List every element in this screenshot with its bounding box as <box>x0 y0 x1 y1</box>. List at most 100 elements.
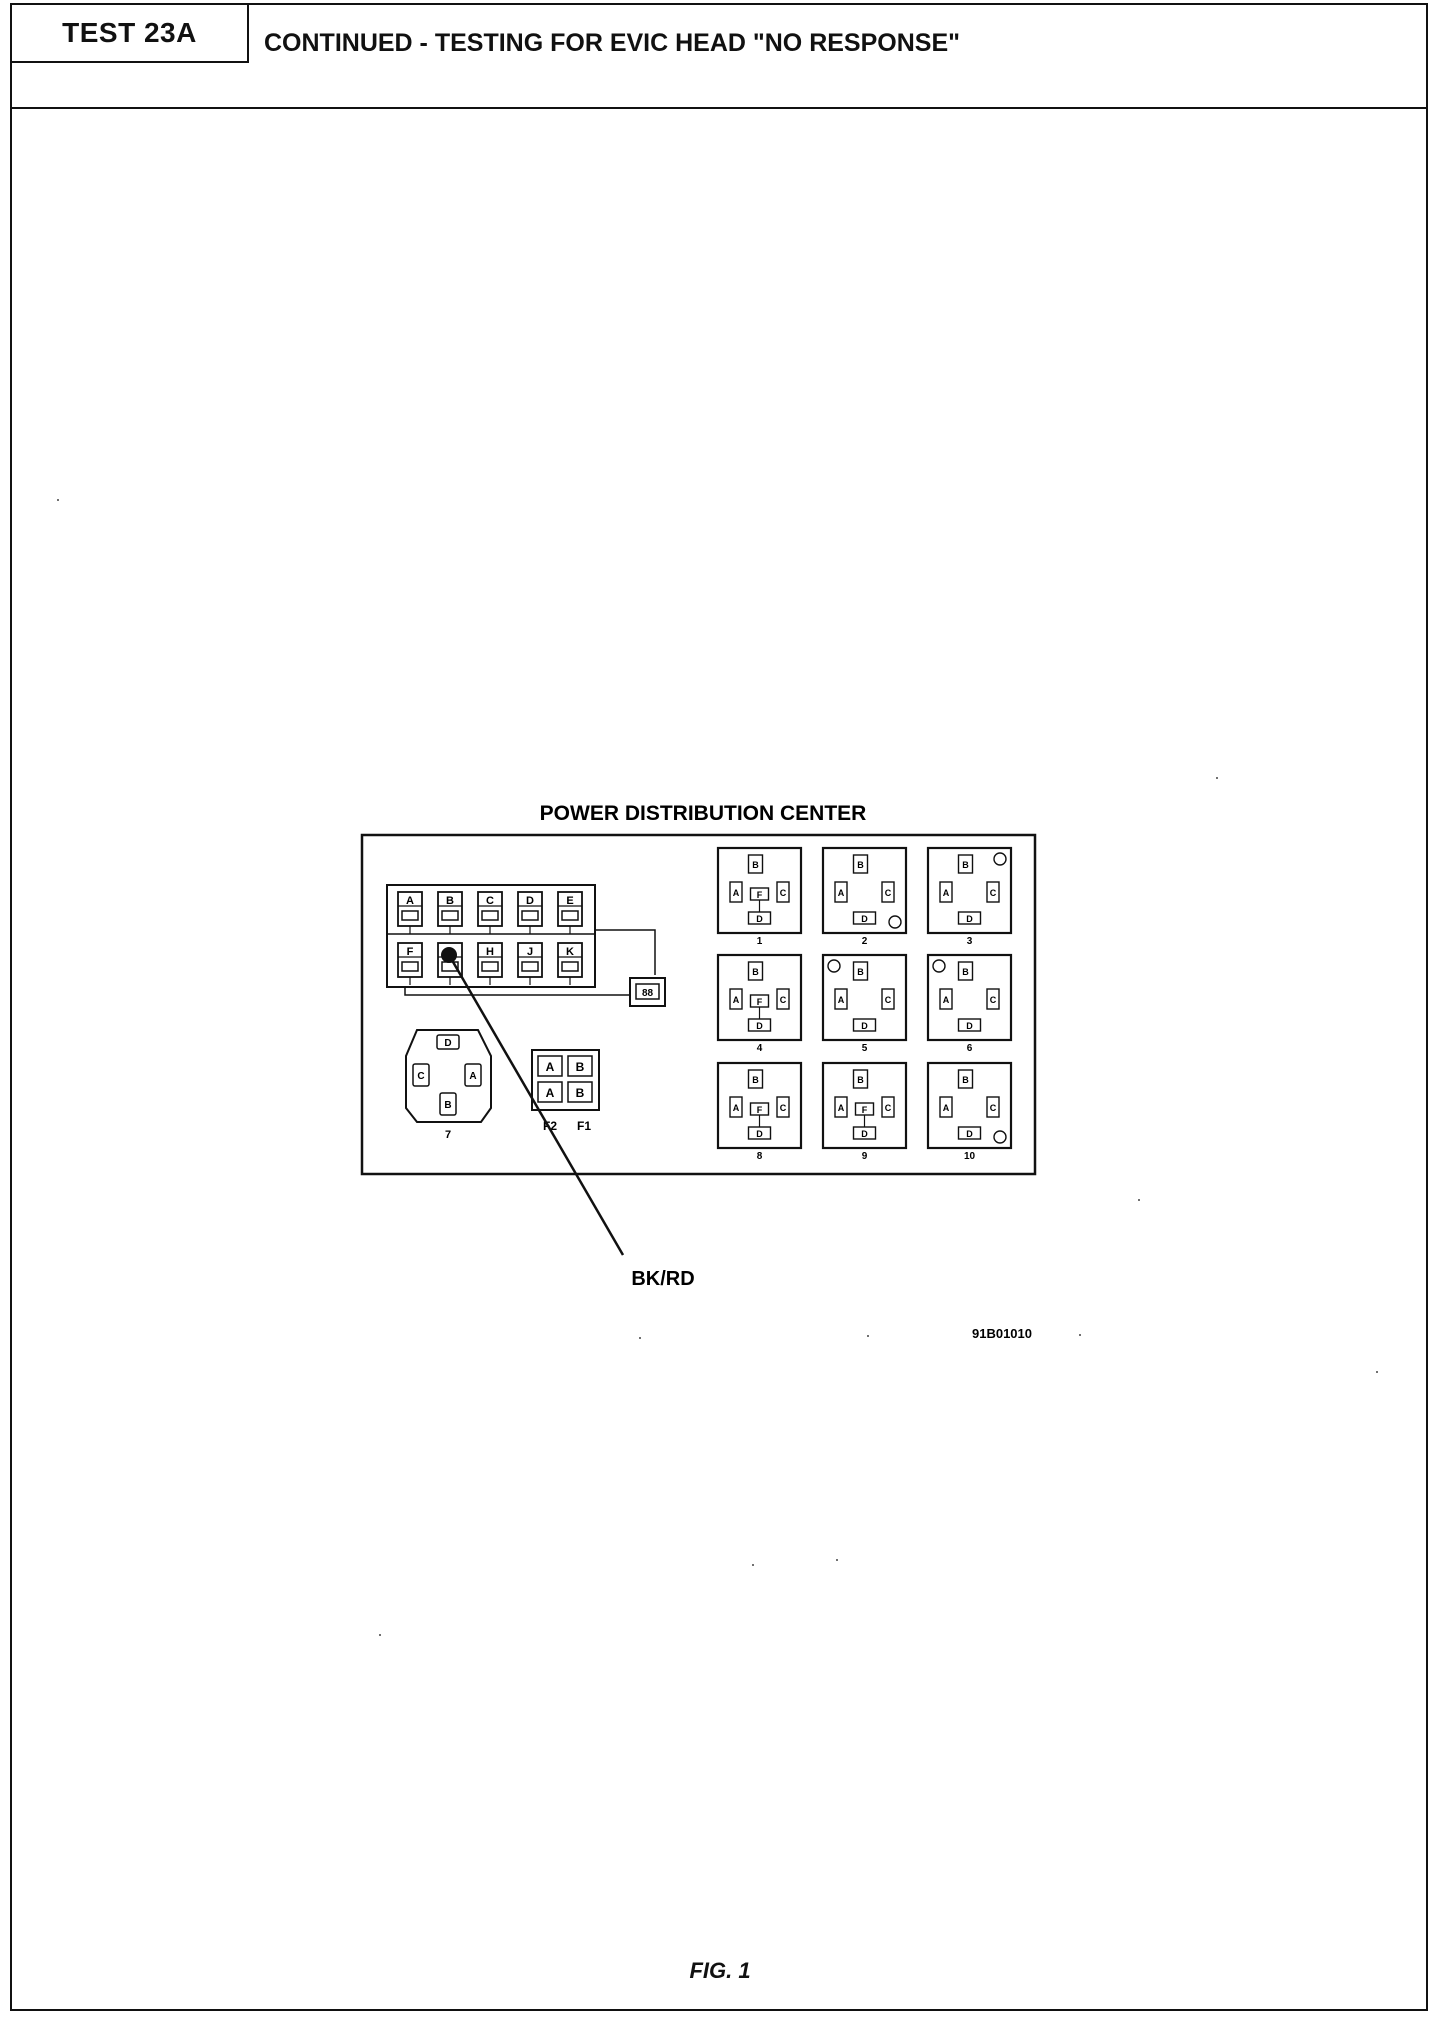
small-block-cell-label: B <box>576 1060 585 1074</box>
relay-pin-label: D <box>966 914 973 924</box>
relay-pin-label: D <box>756 914 763 924</box>
fuse-d: D <box>517 891 543 934</box>
relay-pin-label: A <box>838 888 845 898</box>
relay-pin-a: A <box>939 881 953 903</box>
relay-pin-b: B <box>747 854 764 874</box>
relay-pin-label: B <box>962 967 969 977</box>
connector-7-pin-d: D <box>436 1034 460 1050</box>
relay-pin-label: D <box>966 1129 973 1139</box>
relay-number: 9 <box>862 1151 868 1162</box>
fuse-j: J <box>517 942 543 985</box>
relay-pin-f: F <box>749 887 770 901</box>
relay-pin-c: C <box>776 881 790 903</box>
relay-pin-label: C <box>780 888 787 898</box>
relay-pin-label: C <box>990 995 997 1005</box>
relay-pin-a: A <box>729 881 743 903</box>
relay-pin-b: B <box>747 1069 764 1089</box>
fuse-f: F <box>397 942 423 985</box>
scan-specks <box>57 499 1378 1636</box>
relay-pin-label: D <box>861 1021 868 1031</box>
bus-wire-top <box>595 929 656 975</box>
relay-pin-d: D <box>747 1018 772 1032</box>
relay-pin-label: D <box>861 914 868 924</box>
relay-pin-label: B <box>752 1075 759 1085</box>
relay-pin-c: C <box>986 1096 1000 1118</box>
small-block-cell-label: A <box>546 1060 555 1074</box>
relay-pin-a: A <box>729 988 743 1010</box>
fuse-label: A <box>406 895 414 907</box>
fuse-label: B <box>446 895 454 907</box>
relay-number: 10 <box>964 1151 976 1162</box>
relay-10: B A C D 10 <box>926 1061 1013 1162</box>
relay-pin-b: B <box>957 854 974 874</box>
fuse-row-bottom: FGHJK <box>397 942 583 985</box>
relay-number: 8 <box>757 1151 763 1162</box>
relay-pin-d: D <box>852 1018 877 1032</box>
relay-pin-b: B <box>852 1069 869 1089</box>
callout-leader <box>447 954 625 1256</box>
page-frame: TEST 23A CONTINUED - TESTING FOR EVIC HE… <box>10 3 1428 2011</box>
relay-pin-f: F <box>749 994 770 1008</box>
relay-pin-label: C <box>780 1103 787 1113</box>
connector-7-pin-label: D <box>444 1038 451 1049</box>
test-id: TEST 23A <box>62 17 197 48</box>
small-block-cell: B <box>567 1081 593 1103</box>
connector-7-pin-b: B <box>439 1092 457 1116</box>
page-title: CONTINUED - TESTING FOR EVIC HEAD "NO RE… <box>264 29 960 57</box>
relay-pin-a: A <box>939 1096 953 1118</box>
test-id-box: TEST 23A <box>12 5 249 63</box>
relay-pin-c: C <box>881 988 895 1010</box>
small-block-cell-label: B <box>576 1086 585 1100</box>
relay-pin-label: B <box>962 1075 969 1085</box>
connector-7-number: 7 <box>445 1129 451 1141</box>
bus-wire-bottom <box>404 987 630 996</box>
relay-pin-d: D <box>957 911 982 925</box>
relay-pin-label: C <box>885 1103 892 1113</box>
fuse-label: D <box>526 895 534 907</box>
relay-pin-label: A <box>733 888 740 898</box>
relay-number: 4 <box>757 1043 763 1054</box>
relay-pin-d: D <box>852 1126 877 1140</box>
relay-pin-b: B <box>957 1069 974 1089</box>
relay-pin-b: B <box>957 961 974 981</box>
relay-pin-label: A <box>838 1103 845 1113</box>
relay-pin-label: B <box>857 860 864 870</box>
relay-pin-a: A <box>939 988 953 1010</box>
relay-pin-label: C <box>990 1103 997 1113</box>
relay-pin-label: A <box>733 1103 740 1113</box>
diagram-title: POWER DISTRIBUTION CENTER <box>540 802 867 825</box>
figure-label: FIG. 1 <box>689 1958 751 1983</box>
relay-pin-label: B <box>857 1075 864 1085</box>
relay-pin-a: A <box>834 1096 848 1118</box>
relay-number: 5 <box>862 1043 868 1054</box>
fuse-label: K <box>566 946 574 958</box>
connector-7-pin-label: A <box>469 1071 476 1082</box>
header-bar: TEST 23A CONTINUED - TESTING FOR EVIC HE… <box>12 5 1426 109</box>
small-block-cell: B <box>567 1055 593 1077</box>
relay-pin-b: B <box>747 961 764 981</box>
fuse-terminal-label: 88 <box>642 988 654 999</box>
relay-indicator <box>993 852 1007 866</box>
relay-pin-label: C <box>990 888 997 898</box>
relay-9: B A F C D 9 <box>821 1061 908 1162</box>
relay-pin-d: D <box>852 911 877 925</box>
relay-indicator <box>932 959 946 973</box>
relay-pin-label: F <box>862 1105 868 1115</box>
fuse-label: H <box>486 946 494 958</box>
connector-7-pin-a: A <box>464 1063 482 1087</box>
fuse-h: H <box>477 942 503 985</box>
small-block-cell: A <box>537 1081 563 1103</box>
relay-pin-label: F <box>757 997 763 1007</box>
relay-pin-label: B <box>752 860 759 870</box>
small-block-cell: A <box>537 1055 563 1077</box>
relay-pin-c: C <box>986 881 1000 903</box>
fuse-terminal: 88 <box>629 977 666 1007</box>
fuse-label: E <box>566 895 573 907</box>
relay-pin-b: B <box>852 961 869 981</box>
